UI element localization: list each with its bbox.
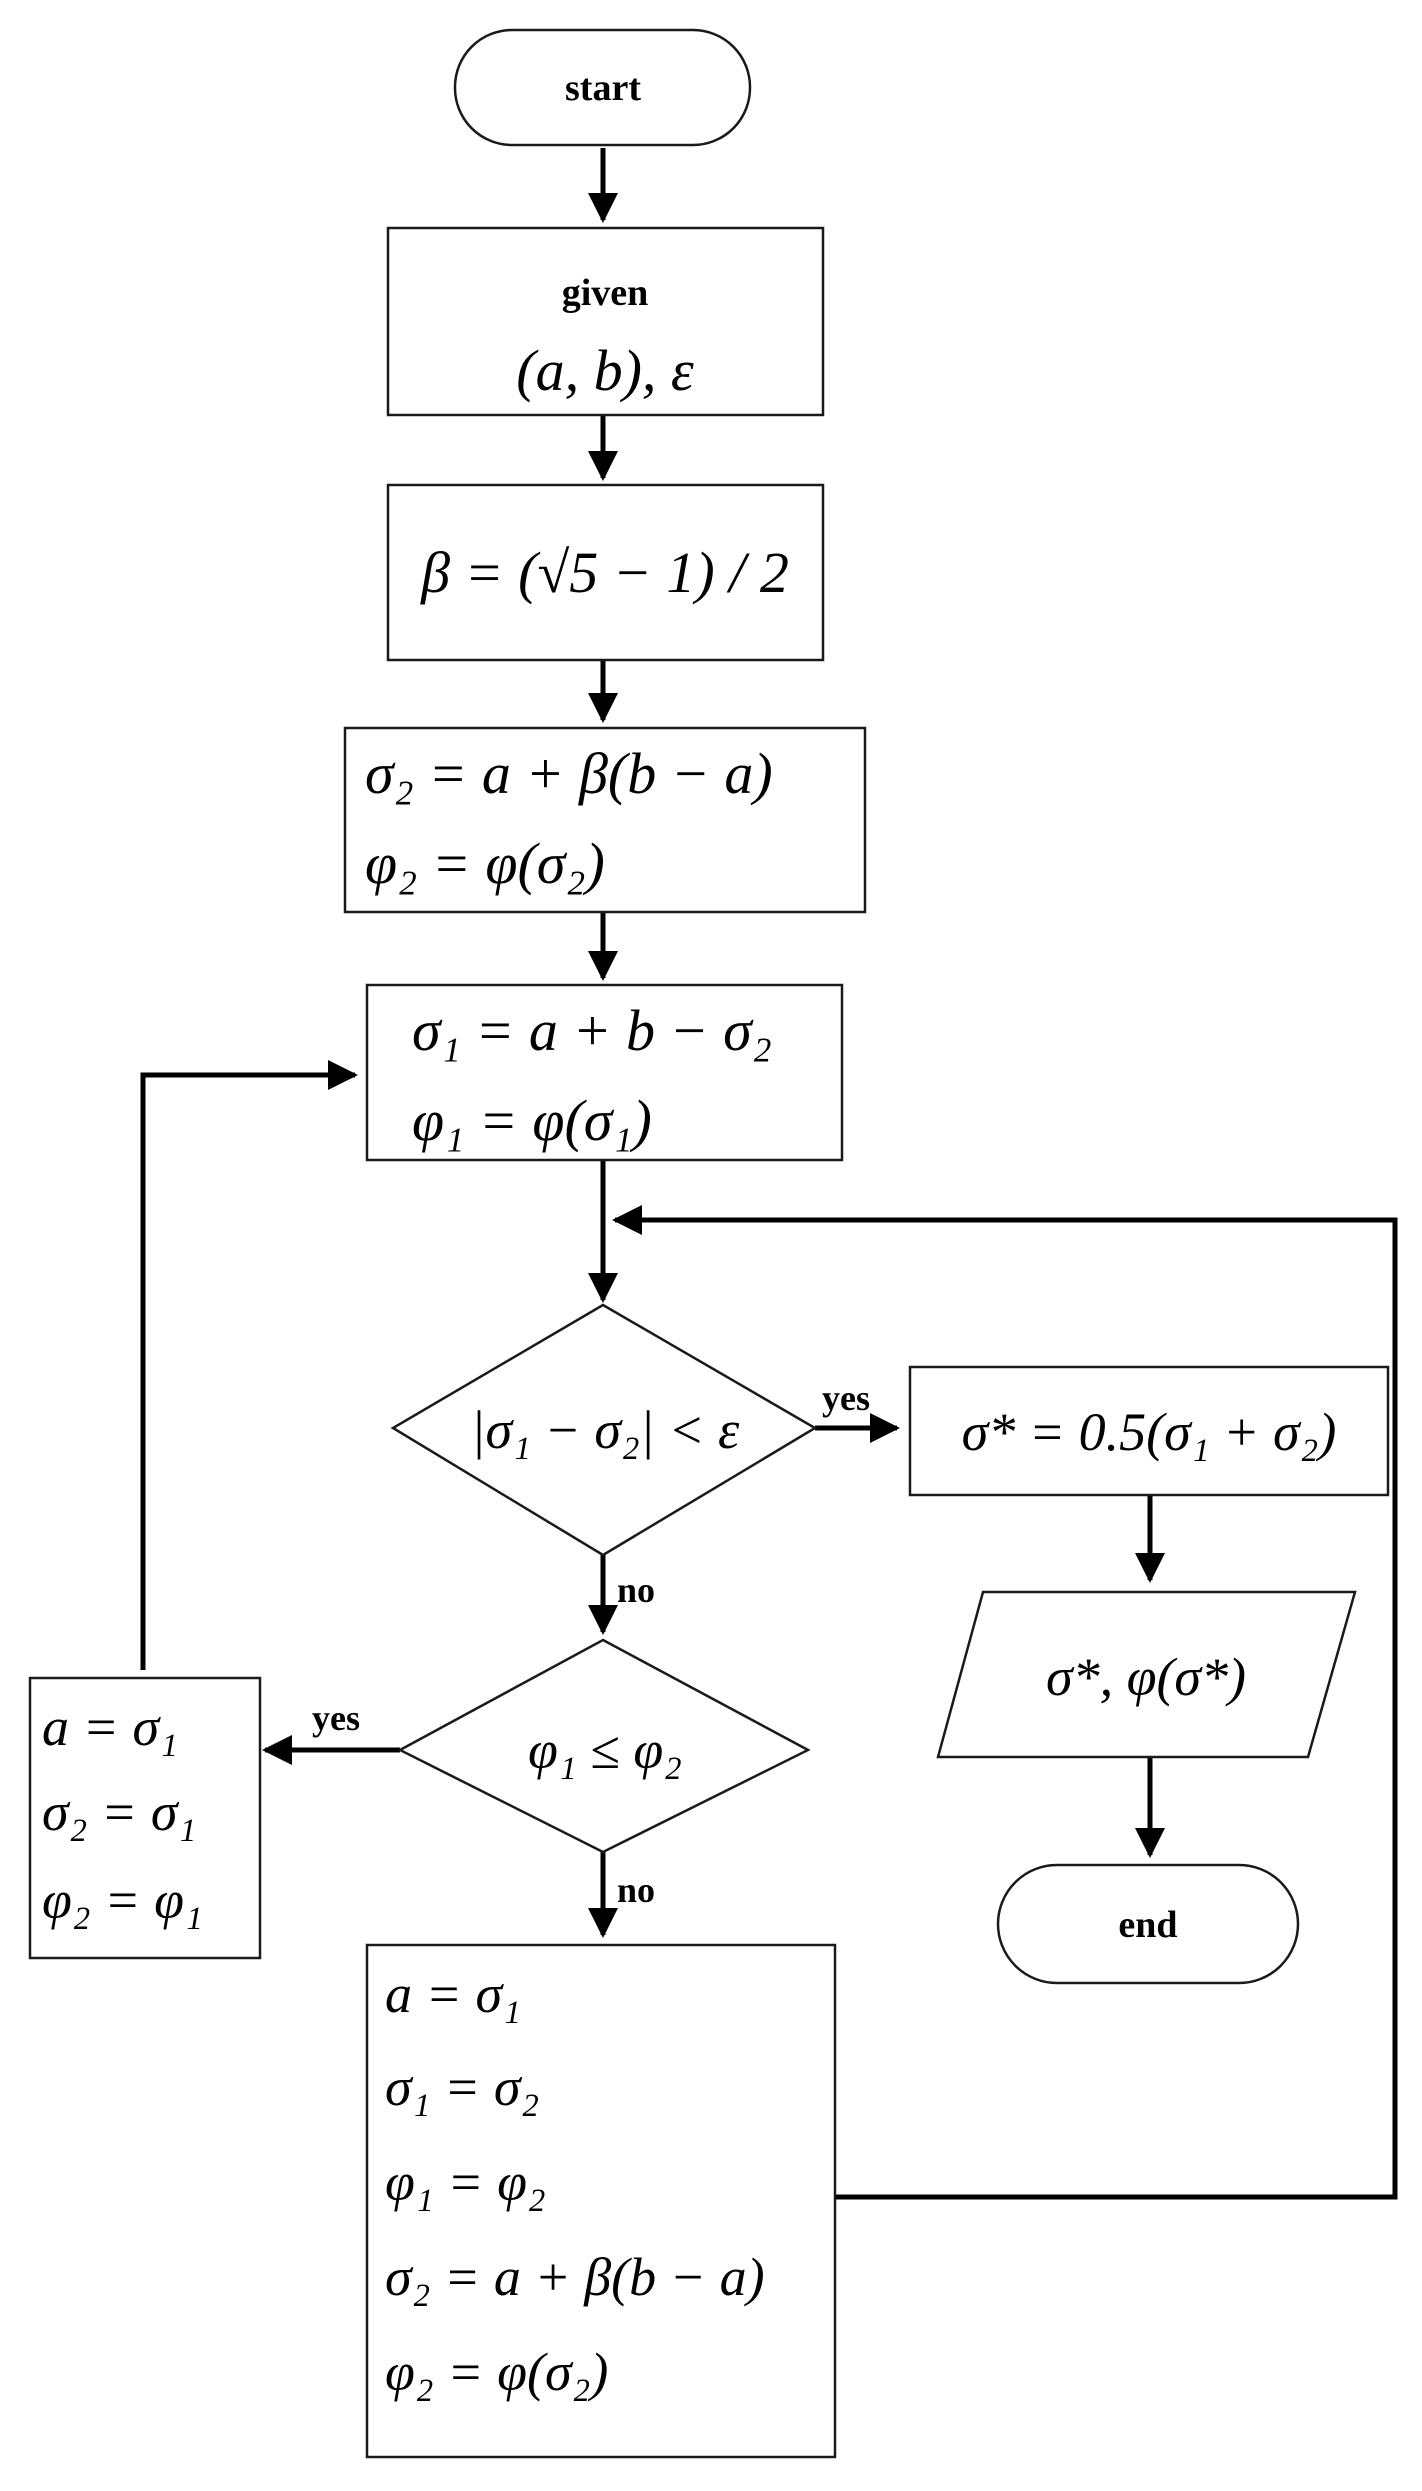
compare-expr: φ₁ ≤ φ₂ [528, 1720, 682, 1780]
compare-phi-decision: φ₁ ≤ φ₂ [397, 1638, 811, 1854]
compare-yes-label: yes [312, 1698, 360, 1738]
end-node: end [996, 1863, 1300, 1985]
converge-yes-label: yes [822, 1378, 870, 1418]
result-node: σ* = 0.5(σ₁ + σ₂) [908, 1365, 1390, 1497]
compute-line1: σ₁ = a + b − σ₂ [412, 998, 772, 1063]
update-right-line4: σ₂ = a + β(b − a) [385, 2247, 765, 2307]
given-title: given [562, 272, 649, 314]
end-label: end [1118, 1904, 1177, 1946]
beta-expr: β = (√5 − 1) / 2 [420, 540, 789, 605]
update-right-line1: a = σ₁ [385, 1964, 521, 2024]
output-node: σ*, φ(σ*) [936, 1590, 1357, 1759]
converge-expr: |σ₁ − σ₂| < ε [471, 1400, 740, 1460]
result-expr: σ* = 0.5(σ₁ + σ₂) [962, 1402, 1337, 1462]
init-line1: σ₂ = a + β(b − a) [365, 741, 773, 806]
edge-update-left-loop [140, 1060, 358, 1670]
given-expr: (a, b), ε [516, 338, 694, 403]
edge-update-right-loop [612, 1205, 1398, 2200]
compare-no-label: no [617, 1870, 655, 1910]
update-left-node: a = σ₁ σ₂ = σ₁ φ₂ = φ₁ [28, 1676, 262, 1960]
init-sigma2-node: σ₂ = a + β(b − a) φ₂ = φ(σ₂) [343, 726, 867, 914]
update-right-node: a = σ₁ σ₁ = σ₂ φ₁ = φ₂ σ₂ = a + β(b − a)… [365, 1943, 837, 2459]
given-node: given (a, b), ε [386, 226, 825, 417]
compute-sigma1-node: σ₁ = a + b − σ₂ φ₁ = φ(σ₁) [365, 983, 844, 1162]
update-right-line3: φ₁ = φ₂ [385, 2152, 546, 2212]
update-right-line2: σ₁ = σ₂ [385, 2057, 539, 2117]
init-line2: φ₂ = φ(σ₂) [365, 831, 605, 896]
update-left-line3: φ₂ = φ₁ [42, 1870, 203, 1930]
start-label: start [565, 67, 641, 109]
edges [140, 148, 1398, 2200]
update-left-line2: σ₂ = σ₁ [42, 1782, 196, 1842]
output-expr: σ*, φ(σ*) [1046, 1647, 1246, 1707]
update-left-line1: a = σ₁ [42, 1697, 178, 1757]
beta-node: β = (√5 − 1) / 2 [386, 483, 825, 662]
start-node: start [453, 28, 752, 147]
converge-check-decision: |σ₁ − σ₂| < ε [390, 1303, 818, 1557]
update-right-line5: φ₂ = φ(σ₂) [385, 2342, 608, 2402]
compute-line2: φ₁ = φ(σ₁) [412, 1088, 652, 1153]
converge-no-label: no [617, 1570, 655, 1610]
